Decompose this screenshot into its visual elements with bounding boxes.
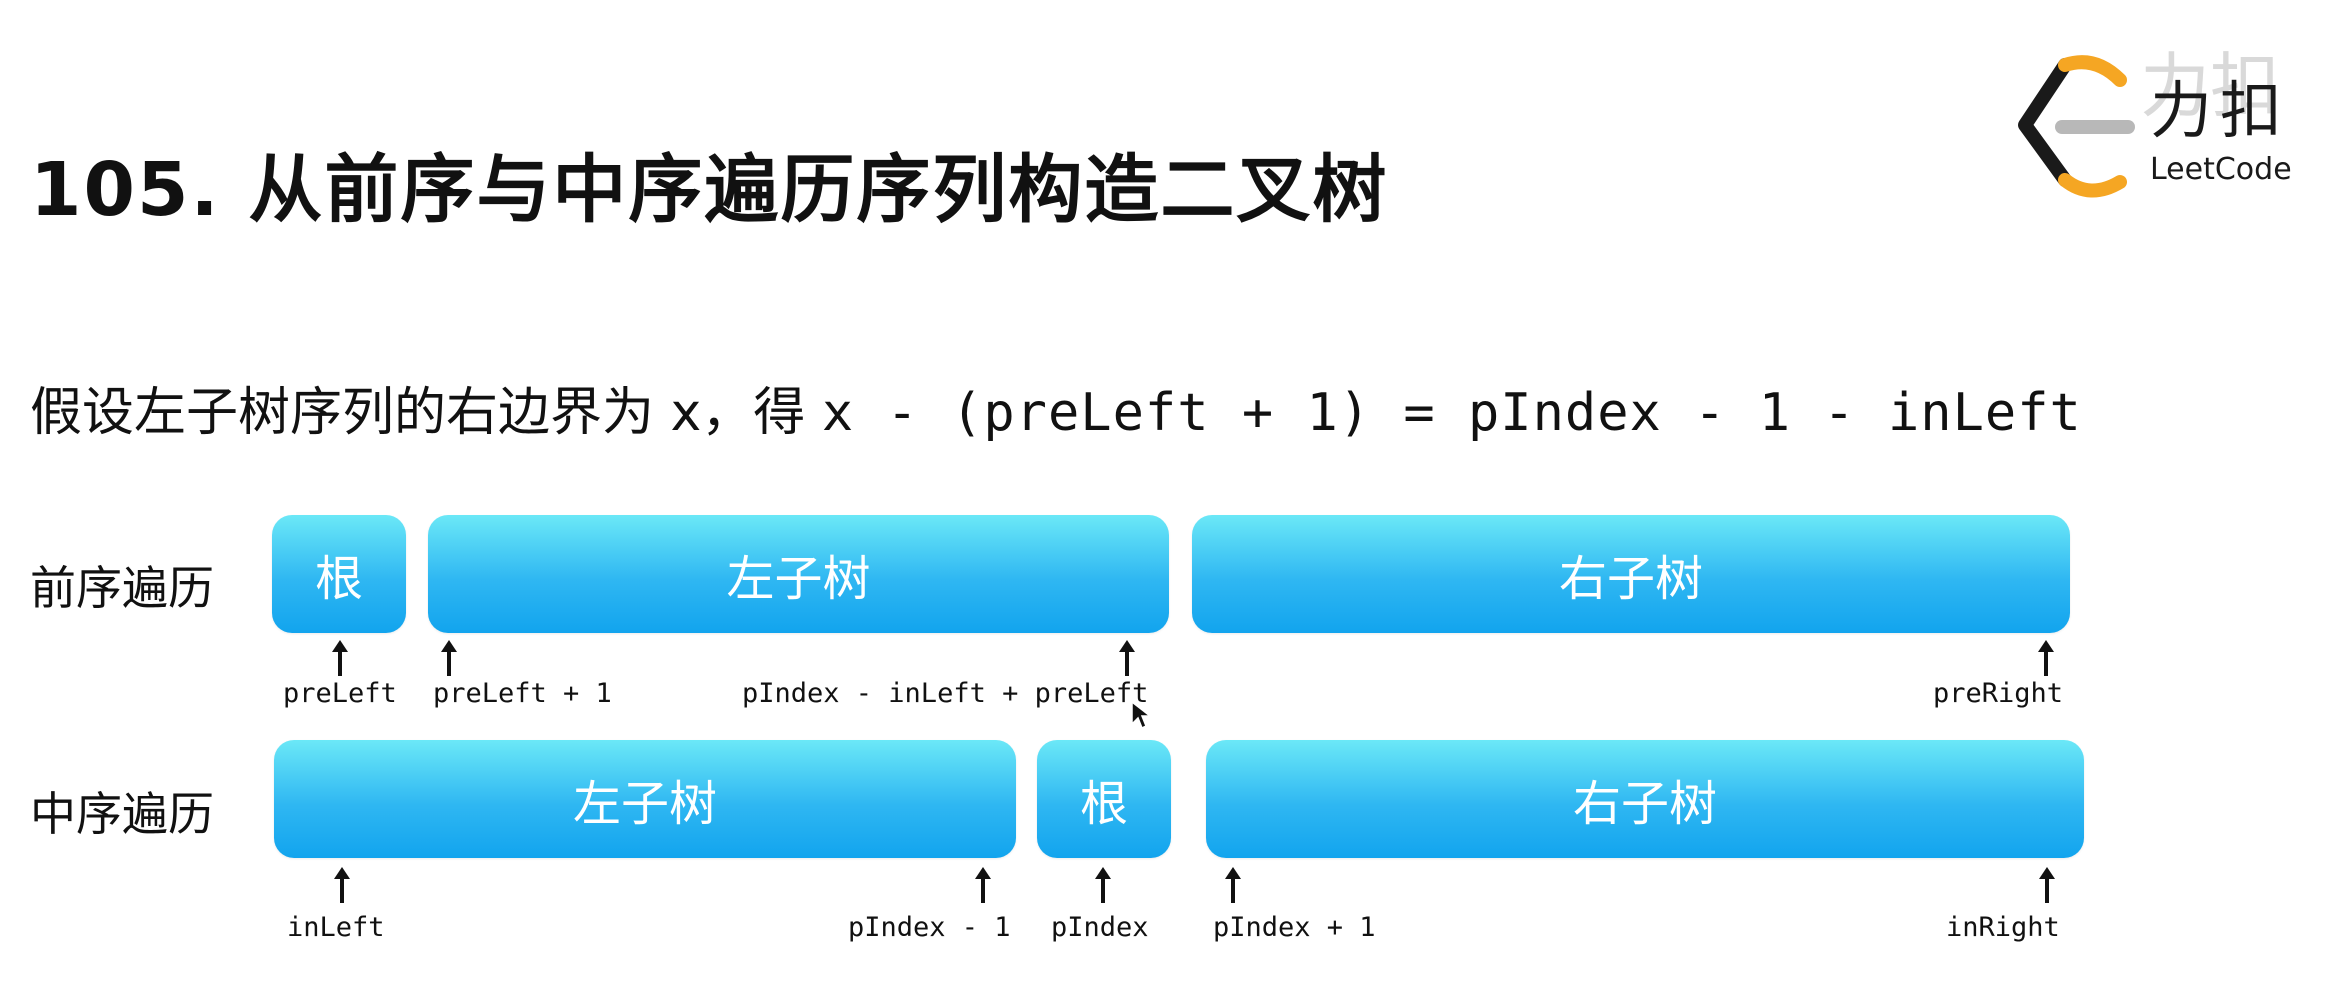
inright-arrow-icon bbox=[2039, 867, 2055, 903]
pindex-plus-1-arrow-icon bbox=[1225, 867, 1241, 903]
mouse-cursor-icon bbox=[1131, 700, 1152, 730]
watermark: 力扣 bbox=[2140, 45, 2280, 127]
pointer-preright: preRight bbox=[1933, 678, 2064, 709]
pointer-pindex-inleft-preleft: pIndex - inLeft + preLeft bbox=[742, 678, 1149, 709]
logo-text-en: LeetCode bbox=[2150, 152, 2292, 187]
pointer-inleft: inLeft bbox=[287, 912, 385, 943]
inorder-left-subtree-box: 左子树 bbox=[274, 740, 1016, 858]
preorder-root-box: 根 bbox=[272, 515, 406, 633]
leetcode-logo-icon bbox=[2018, 55, 2135, 198]
preleft-arrow-icon bbox=[332, 640, 348, 676]
preleft-plus-one-arrow-icon bbox=[441, 640, 457, 676]
pindex-preleft-arrow-icon bbox=[1119, 640, 1135, 676]
pindex-arrow-icon bbox=[1095, 867, 1111, 903]
pointer-pindex: pIndex bbox=[1051, 912, 1149, 943]
pointer-preleft-plus-1: preLeft + 1 bbox=[433, 678, 612, 709]
formula-expression: x - (preLeft + 1) = pIndex - 1 - inLeft bbox=[821, 383, 2082, 443]
preorder-right-subtree-box: 右子树 bbox=[1192, 515, 2070, 633]
inorder-right-subtree-box: 右子树 bbox=[1206, 740, 2084, 858]
page-title: 105. 从前序与中序遍历序列构造二叉树 bbox=[30, 147, 1389, 233]
inorder-label: 中序遍历 bbox=[30, 787, 214, 841]
formula-prefix: 假设左子树序列的右边界为 x，得 bbox=[30, 383, 822, 443]
pointer-pindex-minus-1: pIndex - 1 bbox=[848, 912, 1011, 943]
pointer-pindex-plus-1: pIndex + 1 bbox=[1213, 912, 1376, 943]
preorder-label: 前序遍历 bbox=[30, 561, 214, 615]
pointer-preleft: preLeft bbox=[283, 678, 397, 709]
inorder-root-box: 根 bbox=[1037, 740, 1171, 858]
preorder-left-subtree-box: 左子树 bbox=[428, 515, 1169, 633]
pointer-inright: inRight bbox=[1946, 912, 2060, 943]
logo-text-cn: 力扣 bbox=[2150, 74, 2291, 147]
formula: 假设左子树序列的右边界为 x，得 x - (preLeft + 1) = pIn… bbox=[30, 370, 2082, 445]
inleft-arrow-icon bbox=[334, 867, 350, 903]
preright-arrow-icon bbox=[2038, 640, 2054, 676]
pindex-minus-1-arrow-icon bbox=[975, 867, 991, 903]
